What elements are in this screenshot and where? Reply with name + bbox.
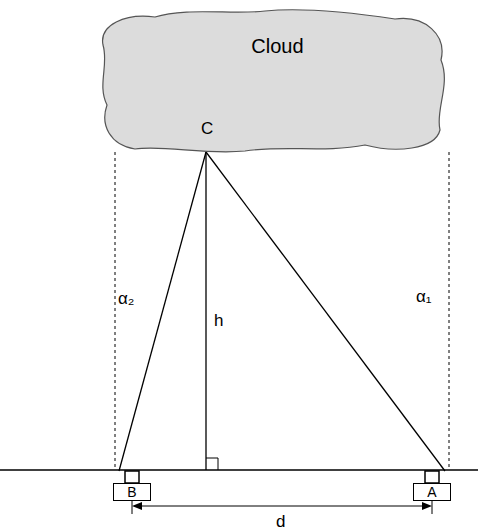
sight-line bbox=[206, 152, 445, 471]
right-angle-mark bbox=[206, 458, 218, 470]
ground-line bbox=[0, 469, 478, 471]
point-label: C bbox=[201, 120, 213, 137]
dimension-arrowhead bbox=[422, 502, 432, 510]
dimension-label: d bbox=[276, 513, 285, 530]
instrument-tab bbox=[425, 471, 439, 483]
instrument-label: A bbox=[425, 485, 438, 499]
instrument-box: B bbox=[113, 483, 151, 501]
cloud-outline bbox=[95, 5, 450, 155]
height-label: h bbox=[214, 312, 223, 329]
vertical-reference bbox=[449, 152, 450, 470]
angle-label: α₁ bbox=[416, 288, 432, 305]
vertical-reference bbox=[115, 152, 116, 470]
angle-label: α₂ bbox=[118, 290, 134, 307]
dimension-arrowhead bbox=[132, 502, 142, 510]
sight-line bbox=[119, 152, 206, 471]
cloud-label: Cloud bbox=[251, 35, 303, 58]
height-line bbox=[205, 152, 206, 470]
dimension-line bbox=[138, 506, 426, 507]
instrument-tab bbox=[125, 471, 139, 483]
instrument-box: A bbox=[413, 483, 451, 501]
cloud-shape: Cloud bbox=[95, 5, 450, 155]
instrument-label: B bbox=[125, 485, 138, 499]
